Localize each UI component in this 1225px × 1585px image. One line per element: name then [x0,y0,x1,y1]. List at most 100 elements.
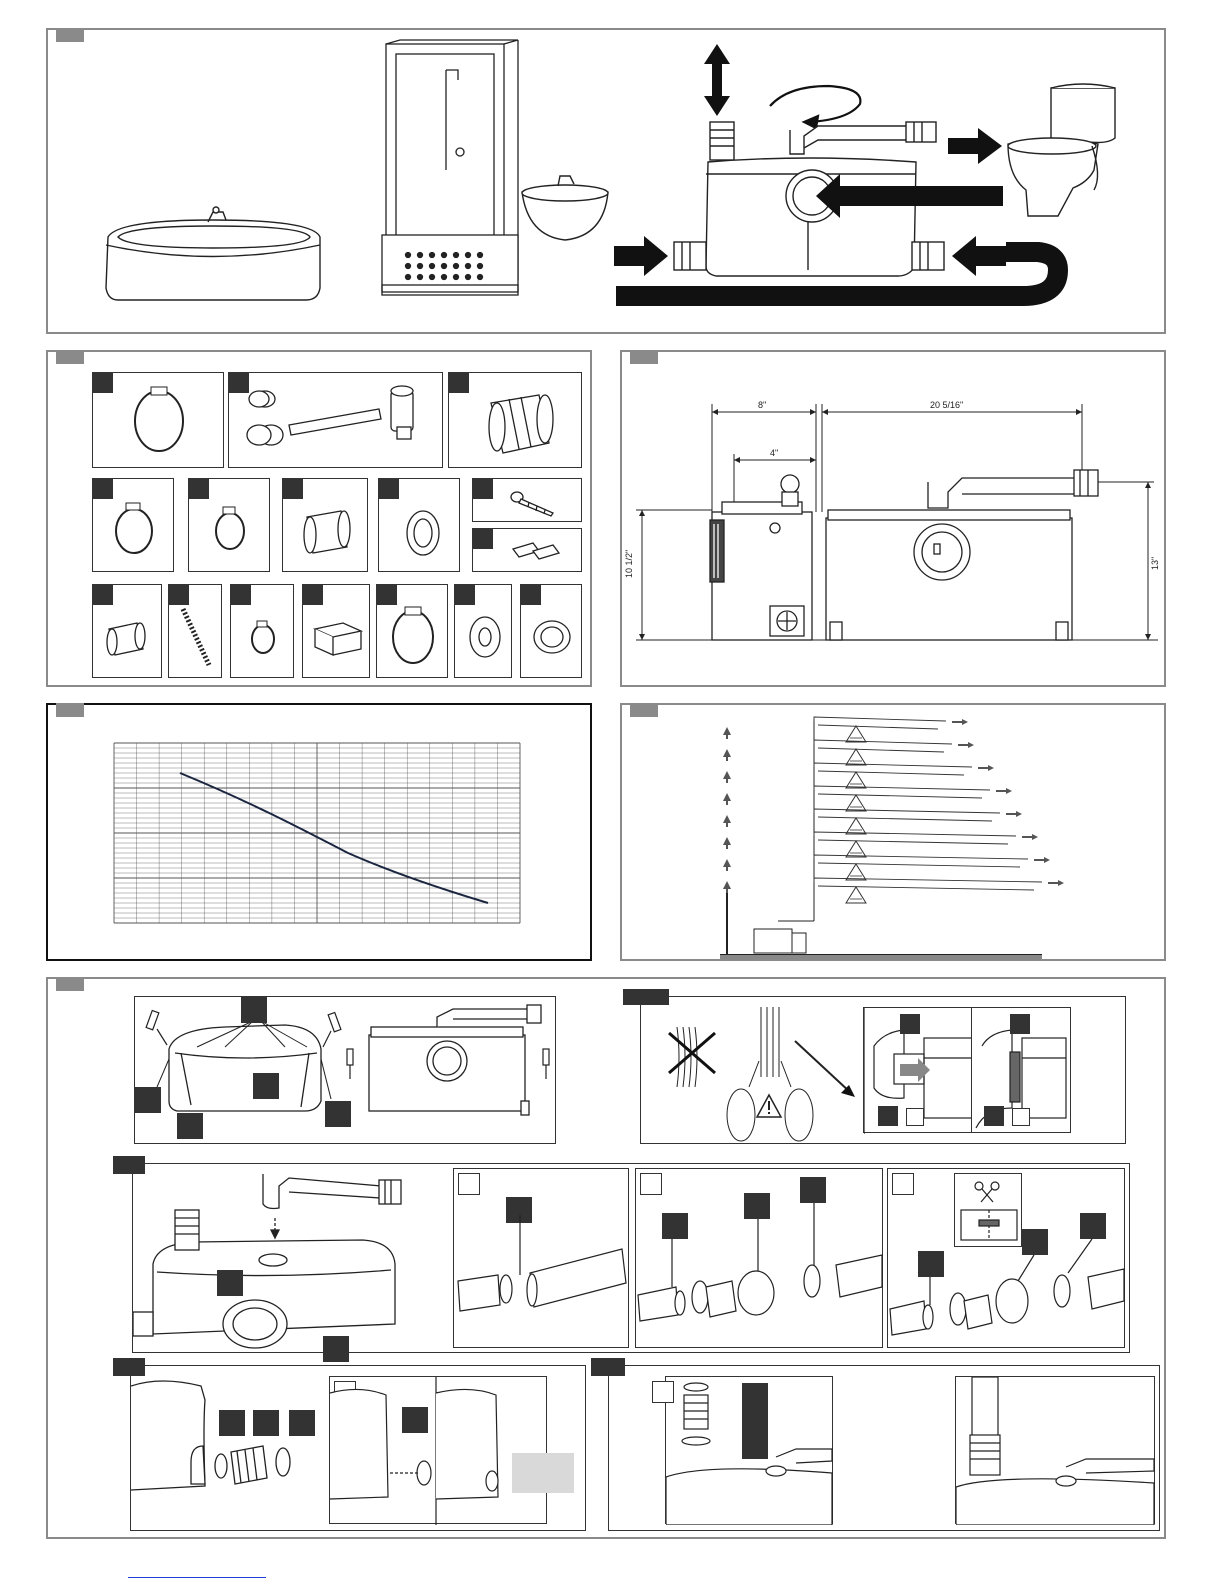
outlet-illustration [133,1164,453,1354]
discharge-line [814,740,952,744]
arrow-icon [723,837,731,849]
arrow-icon [1022,834,1038,840]
part-sleeve [282,478,368,572]
warning-icon [757,1095,781,1117]
appliance-illustration [48,30,1168,336]
part-clamp-large [92,372,224,468]
section-label [56,977,84,991]
pump-unit-icon [169,1005,541,1115]
part-clamp-small [188,478,270,572]
warning-icon [846,749,866,765]
arrow-icon [723,771,731,783]
clamp-icon [93,479,175,573]
seal-icon [455,585,513,679]
pump-unit-icon [710,475,812,640]
pump-unit-icon [133,1174,401,1348]
part-bracket [472,528,582,572]
arrow-icon [704,44,730,116]
callout-label [1012,1108,1030,1126]
callout-label [878,1106,898,1126]
clamp-icon [231,585,295,679]
discharge-line [814,786,990,790]
spring-icon [169,585,223,679]
callout-label [219,1410,245,1436]
arrow-icon [723,815,731,827]
option-a-vertical [665,1376,833,1524]
callout-label [900,1014,920,1034]
arrow-icon [958,742,974,748]
discharge-line [818,771,964,775]
callout-label [323,1336,349,1362]
callout-label [217,1270,243,1296]
dimension-drawing [622,352,1168,689]
arrow-icon [723,859,731,871]
dimension-width-a: 8" [758,400,766,410]
part-clamp-medium [92,478,174,572]
arrow-icon [952,719,968,725]
step-label [591,1358,625,1376]
callout-label [135,1087,161,1113]
dimension-width-b: 4" [770,448,778,458]
clamp-icon [189,479,271,573]
warning-icon [846,864,866,880]
discharge-line [818,840,1008,844]
discharge-line [814,717,946,721]
warning-icon [846,887,866,903]
part-sponge [302,584,370,678]
part-adapter [378,478,460,572]
panel-components [46,350,592,687]
coupling-icon [449,373,583,469]
step-pipe-bend-detail-b [971,1007,1071,1133]
toilet-icon [1008,84,1115,216]
ground-hatch [720,955,1042,959]
option-a-inlet [329,1376,547,1524]
callout-label [253,1073,279,1099]
part-coupling-large [448,372,582,468]
discharge-line [818,863,1020,867]
discharge-line [818,748,944,752]
warning-icon [846,795,866,811]
warning-icon [846,841,866,857]
washbasin-icon [522,176,608,240]
bracket-icon [473,529,583,573]
discharge-line [818,886,1034,890]
coupling-icon [283,479,369,573]
arrow-icon [996,788,1012,794]
seal-icon [521,585,583,679]
arrow-icon [723,749,731,761]
option-c-connection [887,1168,1125,1348]
panel-lift-distance [620,703,1166,961]
part-sleeve-small [92,584,162,678]
panel-appliances [46,28,1166,334]
pump-unit-icon [792,933,806,953]
clamp-icon [93,373,225,469]
pump-unit-icon [826,470,1098,640]
option-a-connection [453,1168,629,1348]
callout-label [1010,1014,1030,1034]
step-inlet-connection [130,1365,586,1531]
coupling-icon [379,479,461,573]
callout-label [177,1113,203,1139]
panel-dimensions: 8" 4" 20 5/16" 10 1/2" 13" [620,350,1166,687]
pump-unit-icon [754,929,792,953]
step-outlet-connection [132,1163,1130,1353]
step-vertical-connection [608,1365,1160,1531]
section-label [56,350,84,364]
step-fixing [134,996,556,1144]
discharge-line [814,763,972,767]
footer-link-underline[interactable] [128,1577,266,1578]
panel-performance-curve [46,703,592,961]
shower-cabin-icon [382,40,518,295]
lift-distance-diagram [622,705,1168,963]
arrow-icon [978,765,994,771]
callout-label [253,1410,279,1436]
arrow-icon [1048,880,1064,886]
panel-installation [46,977,1166,1539]
part-seal-b [520,584,582,678]
part-seal-a [454,584,512,678]
callout-label [906,1108,924,1126]
coupling-icon [93,585,163,679]
arrow-icon [1006,811,1022,817]
discharge-line [818,725,938,729]
performance-curve [48,705,594,963]
